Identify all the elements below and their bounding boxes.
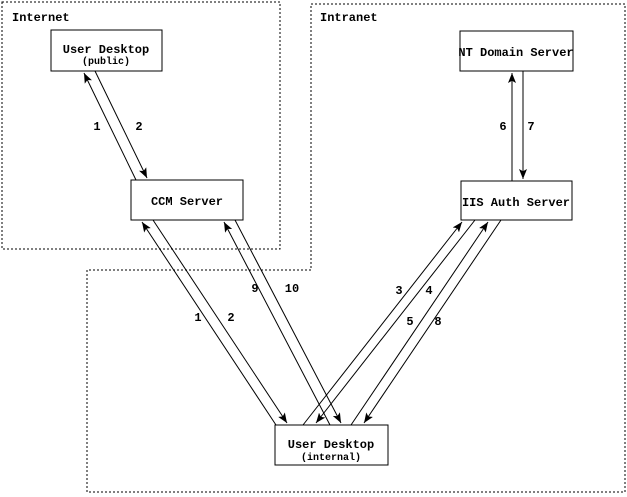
intranet-zone-label: Intranet bbox=[320, 11, 378, 25]
user-desktop-public-title: User Desktop bbox=[63, 43, 149, 57]
node-nt-domain-server: NT Domain Server bbox=[458, 30, 574, 72]
edge-label-2-top: 2 bbox=[135, 120, 142, 134]
node-user-desktop-internal: User Desktop (internal) bbox=[274, 424, 389, 466]
nt-domain-server-title: NT Domain Server bbox=[458, 46, 573, 60]
node-ccm-server: CCM Server bbox=[130, 179, 244, 221]
intranet-zone-border bbox=[86, 3, 626, 493]
arrow-2-public-desktop-to-ccm bbox=[94, 70, 148, 179]
arrow-1-internal-desktop-to-ccm bbox=[141, 221, 277, 426]
edge-label-3: 3 bbox=[395, 284, 402, 298]
edge-label-5: 5 bbox=[406, 315, 413, 329]
edge-label-10: 10 bbox=[285, 282, 299, 296]
arrow-8-iis-to-internal-desktop bbox=[363, 219, 502, 424]
arrow-2-ccm-to-internal-desktop bbox=[152, 219, 288, 424]
edge-label-9: 9 bbox=[251, 282, 258, 296]
node-user-desktop-public: User Desktop (public) bbox=[50, 29, 163, 72]
ccm-server-box bbox=[130, 179, 244, 221]
user-desktop-public-subtitle: (public) bbox=[82, 56, 130, 68]
arrow-9-internal-desktop-to-ccm bbox=[223, 221, 331, 426]
arrow-3-internal-desktop-to-iis bbox=[302, 221, 463, 426]
edge-label-7: 7 bbox=[527, 120, 534, 134]
edge-label-8: 8 bbox=[434, 315, 441, 329]
user-desktop-internal-box bbox=[274, 424, 389, 466]
user-desktop-internal-title: User Desktop bbox=[288, 438, 374, 452]
edge-label-4: 4 bbox=[425, 284, 432, 298]
edge-label-1-top: 1 bbox=[93, 120, 100, 134]
iis-auth-server-box bbox=[460, 180, 573, 221]
ccm-server-title: CCM Server bbox=[151, 195, 223, 209]
user-desktop-public-box bbox=[50, 29, 163, 72]
iis-auth-server-title: IIS Auth Server bbox=[462, 196, 570, 210]
edge-label-2-low: 2 bbox=[227, 311, 234, 325]
edge-label-1-low: 1 bbox=[194, 311, 201, 325]
internet-zone-label: Internet bbox=[12, 11, 70, 25]
user-desktop-internal-subtitle: (internal) bbox=[301, 452, 361, 464]
arrow-4-iis-to-internal-desktop bbox=[315, 219, 476, 424]
arrow-10-ccm-to-internal-desktop bbox=[234, 219, 342, 424]
arrow-5-internal-desktop-to-iis bbox=[350, 221, 489, 426]
node-iis-auth-server: IIS Auth Server bbox=[460, 180, 573, 221]
edge-label-6: 6 bbox=[499, 120, 506, 134]
internet-zone-border bbox=[1, 1, 281, 250]
nt-domain-server-box bbox=[459, 30, 574, 72]
arrow-1-ccm-to-public-desktop bbox=[83, 72, 137, 181]
